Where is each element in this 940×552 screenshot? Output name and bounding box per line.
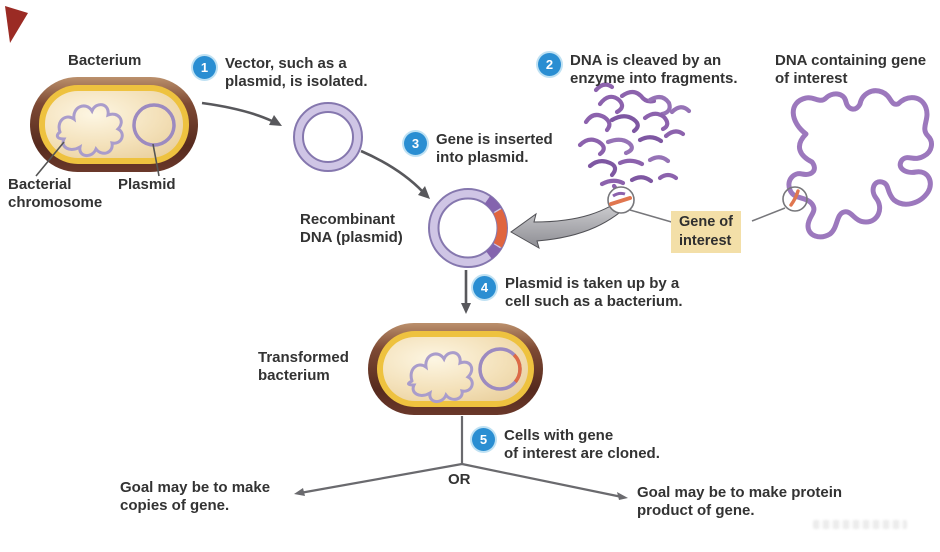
step-1-badge: 1 (193, 56, 216, 79)
loop-connector-line (751, 207, 786, 222)
fragment-connector-line (629, 209, 676, 224)
step-4-badge: 4 (473, 276, 496, 299)
branch-right-arrowhead (617, 492, 628, 500)
chromosome-pointer-line (35, 141, 65, 177)
step3-arrow (360, 149, 424, 193)
step3-arrowhead (418, 186, 430, 199)
bacterium-cell (30, 77, 198, 172)
plasmid-label: Plasmid (118, 176, 176, 193)
dna-fragments-cluster (577, 82, 692, 200)
step-5: 5 Cells with gene of interest are cloned… (472, 427, 660, 463)
goal-left-label: Goal may be to make copies of gene. (120, 479, 271, 514)
step-5-text: Cells with gene of interest are cloned. (504, 427, 660, 462)
gene-insertion-arrow (510, 193, 635, 250)
recombinant-plasmid (428, 188, 508, 268)
plasmid-pointer-line (152, 143, 160, 177)
recombinant-purple-segment-bottom (485, 243, 502, 259)
step1-arrow (201, 101, 273, 123)
loop-highlight-circle (782, 186, 808, 212)
branch-left-line (299, 462, 463, 495)
corner-triangle-decoration (5, 6, 28, 43)
bacterial-chromosome-squiggle (55, 103, 124, 157)
step-2-badge: 2 (538, 53, 561, 76)
step-1-text: Vector, such as a plasmid, is isolated. (225, 55, 368, 90)
transformed-bacterium-cell (368, 323, 543, 415)
transformed-cytoplasm (383, 337, 528, 401)
bacterium-label: Bacterium (68, 52, 142, 69)
gene-of-interest-box: Gene of interest (671, 211, 741, 253)
dna-containing-gene-label: DNA containing gene of interest (775, 52, 927, 87)
step1-arrowhead (269, 115, 282, 126)
step-4-text: Plasmid is taken up by a cell such as a … (505, 275, 683, 310)
step-1: 1 Vector, such as a plasmid, is isolated… (193, 55, 368, 91)
transformed-chromosome-squiggle (407, 351, 474, 403)
step-3: 3 Gene is inserted into plasmid. (404, 131, 553, 167)
step-2: 2 DNA is cleaved by an enzyme into fragm… (538, 52, 738, 88)
gene-fragment-orange (609, 196, 632, 206)
step-5-badge: 5 (472, 428, 495, 451)
bacterial-chromosome-label: Bacterial chromosome (8, 176, 103, 211)
step-2-text: DNA is cleaved by an enzyme into fragmen… (570, 52, 738, 87)
dna-loop (786, 88, 934, 240)
gene-orange-segment (493, 208, 507, 248)
faint-watermark (813, 520, 907, 529)
isolated-plasmid (293, 102, 363, 172)
or-label: OR (448, 471, 471, 488)
recombinant-purple-segment-top (484, 195, 502, 213)
step-4: 4 Plasmid is taken up by a cell such as … (473, 275, 683, 311)
recombinant-dna-label: Recombinant DNA (plasmid) (300, 211, 403, 246)
goal-right-label: Goal may be to make protein product of g… (637, 484, 843, 519)
branch-right-line (461, 462, 623, 499)
step-3-text: Gene is inserted into plasmid. (436, 131, 553, 166)
fragment-in-circle (612, 191, 626, 198)
branch-left-arrowhead (294, 488, 305, 496)
step-3-badge: 3 (404, 132, 427, 155)
transformed-bacterium-label: Transformed bacterium (258, 349, 349, 384)
gene-on-loop-orange (789, 189, 800, 207)
transformed-plasmid-gene-segment (512, 353, 522, 384)
step4-arrowhead (461, 303, 471, 314)
